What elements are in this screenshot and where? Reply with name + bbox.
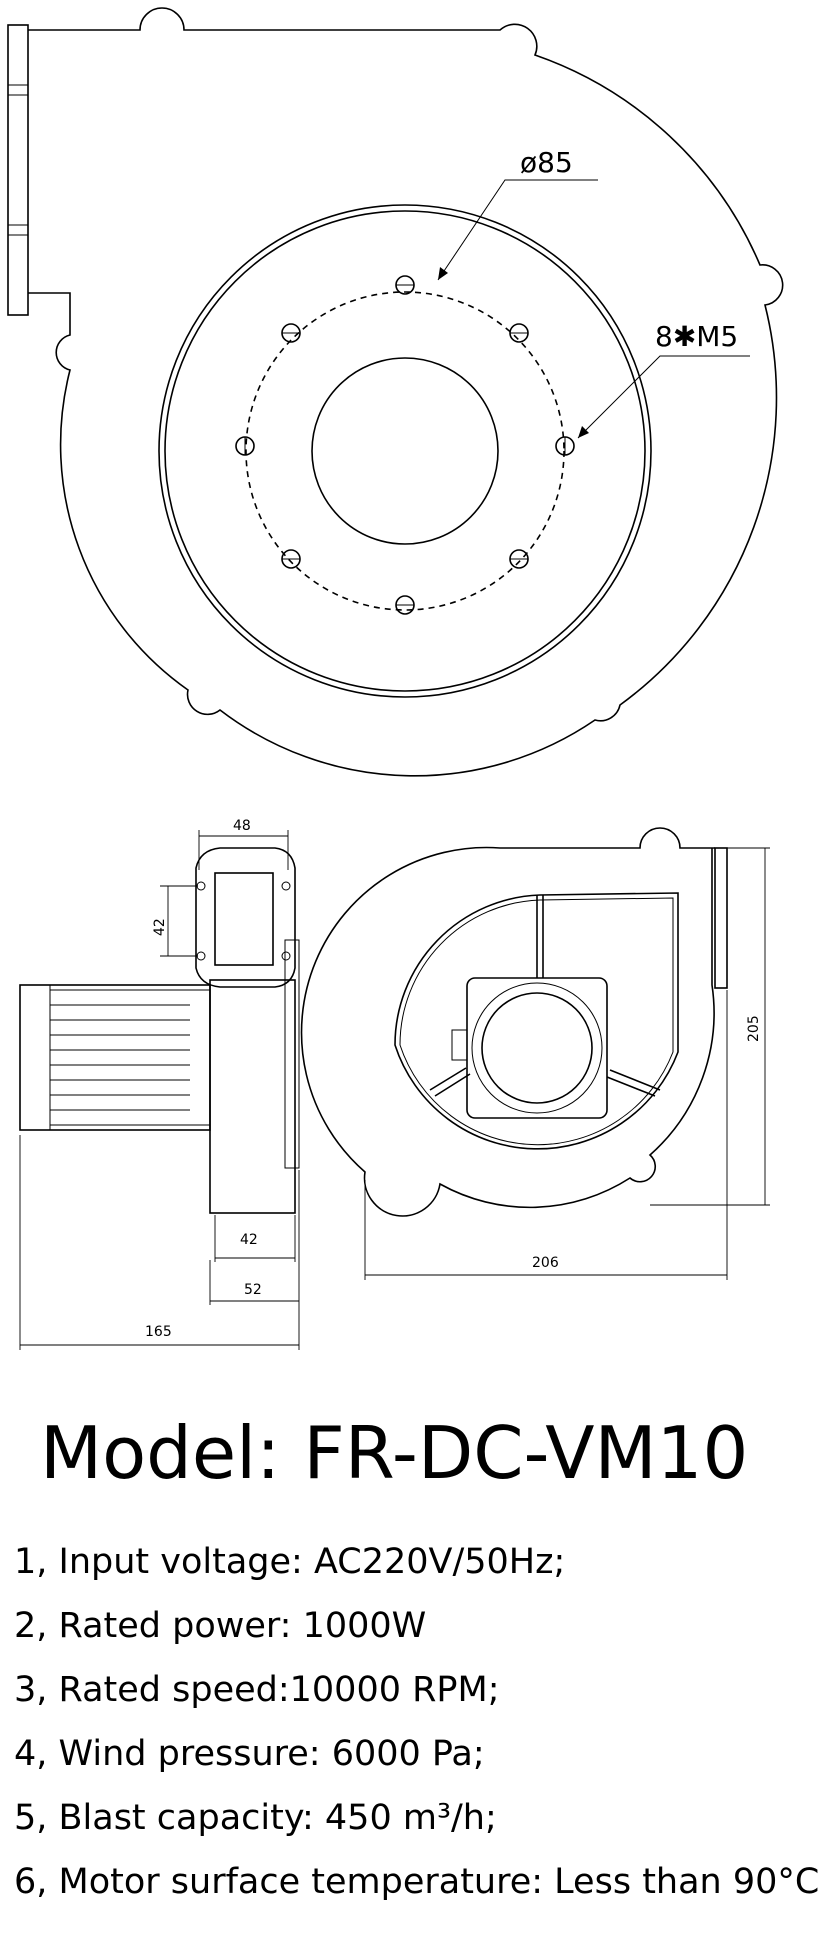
spec-item: 1, Input voltage: AC220V/50Hz; — [14, 1542, 566, 1582]
dim-42-vertical: 42 — [152, 918, 168, 936]
dim-42-bottom: 42 — [240, 1232, 258, 1248]
motor-fins — [50, 1004, 190, 1111]
dim-165: 165 — [145, 1324, 172, 1340]
model-title: Model: FR-DC-VM10 — [40, 1411, 749, 1495]
spec-item: 5, Blast capacity: 450 m³/h; — [14, 1798, 497, 1838]
spec-item: 2, Rated power: 1000W — [14, 1606, 427, 1646]
outlet-flange-side — [195, 847, 296, 988]
mounting-hole — [281, 323, 301, 343]
outlet-flange — [7, 24, 29, 316]
mounting-hole — [235, 436, 255, 456]
volute-housing — [28, 7, 784, 777]
rear-view: 205 206 — [300, 827, 770, 1280]
dim-206: 206 — [532, 1255, 559, 1271]
dim-48: 48 — [233, 818, 251, 834]
mounting-hole — [281, 549, 301, 569]
holes-leader — [577, 355, 750, 439]
motor-body — [19, 984, 211, 1131]
inner-ring — [164, 210, 646, 692]
spec-item: 4, Wind pressure: 6000 Pa; — [14, 1734, 485, 1774]
rear-housing — [300, 827, 715, 1217]
rear-motor-plate — [466, 977, 608, 1119]
spec-item: 3, Rated speed:10000 RPM; — [14, 1670, 500, 1710]
diameter-callout: ø85 — [520, 146, 573, 179]
dim-52: 52 — [244, 1282, 262, 1298]
side-view: 48 42 42 52 165 — [19, 818, 300, 1350]
mounting-hole — [509, 549, 529, 569]
front-view: ø85 8✱M5 — [7, 7, 784, 777]
mounting-hole — [395, 275, 415, 295]
outer-ring — [158, 204, 652, 698]
holes-callout: 8✱M5 — [655, 320, 738, 353]
bolt-circle — [245, 291, 565, 611]
rear-hub — [481, 992, 593, 1104]
rear-flange — [714, 847, 728, 989]
dim-205: 205 — [746, 1015, 762, 1042]
mounting-hole — [395, 595, 415, 615]
mounting-hole — [509, 323, 529, 343]
mounting-hole — [555, 436, 575, 456]
housing-body — [209, 979, 296, 1214]
technical-drawing: ø85 8✱M5 48 — [7, 7, 784, 1350]
spec-item: 6, Motor surface temperature: Less than … — [14, 1862, 819, 1902]
center-hole — [311, 357, 499, 545]
diameter-leader — [437, 179, 598, 281]
mounting-holes — [235, 275, 575, 615]
spec-list: 1, Input voltage: AC220V/50Hz; 2, Rated … — [14, 1530, 819, 1914]
